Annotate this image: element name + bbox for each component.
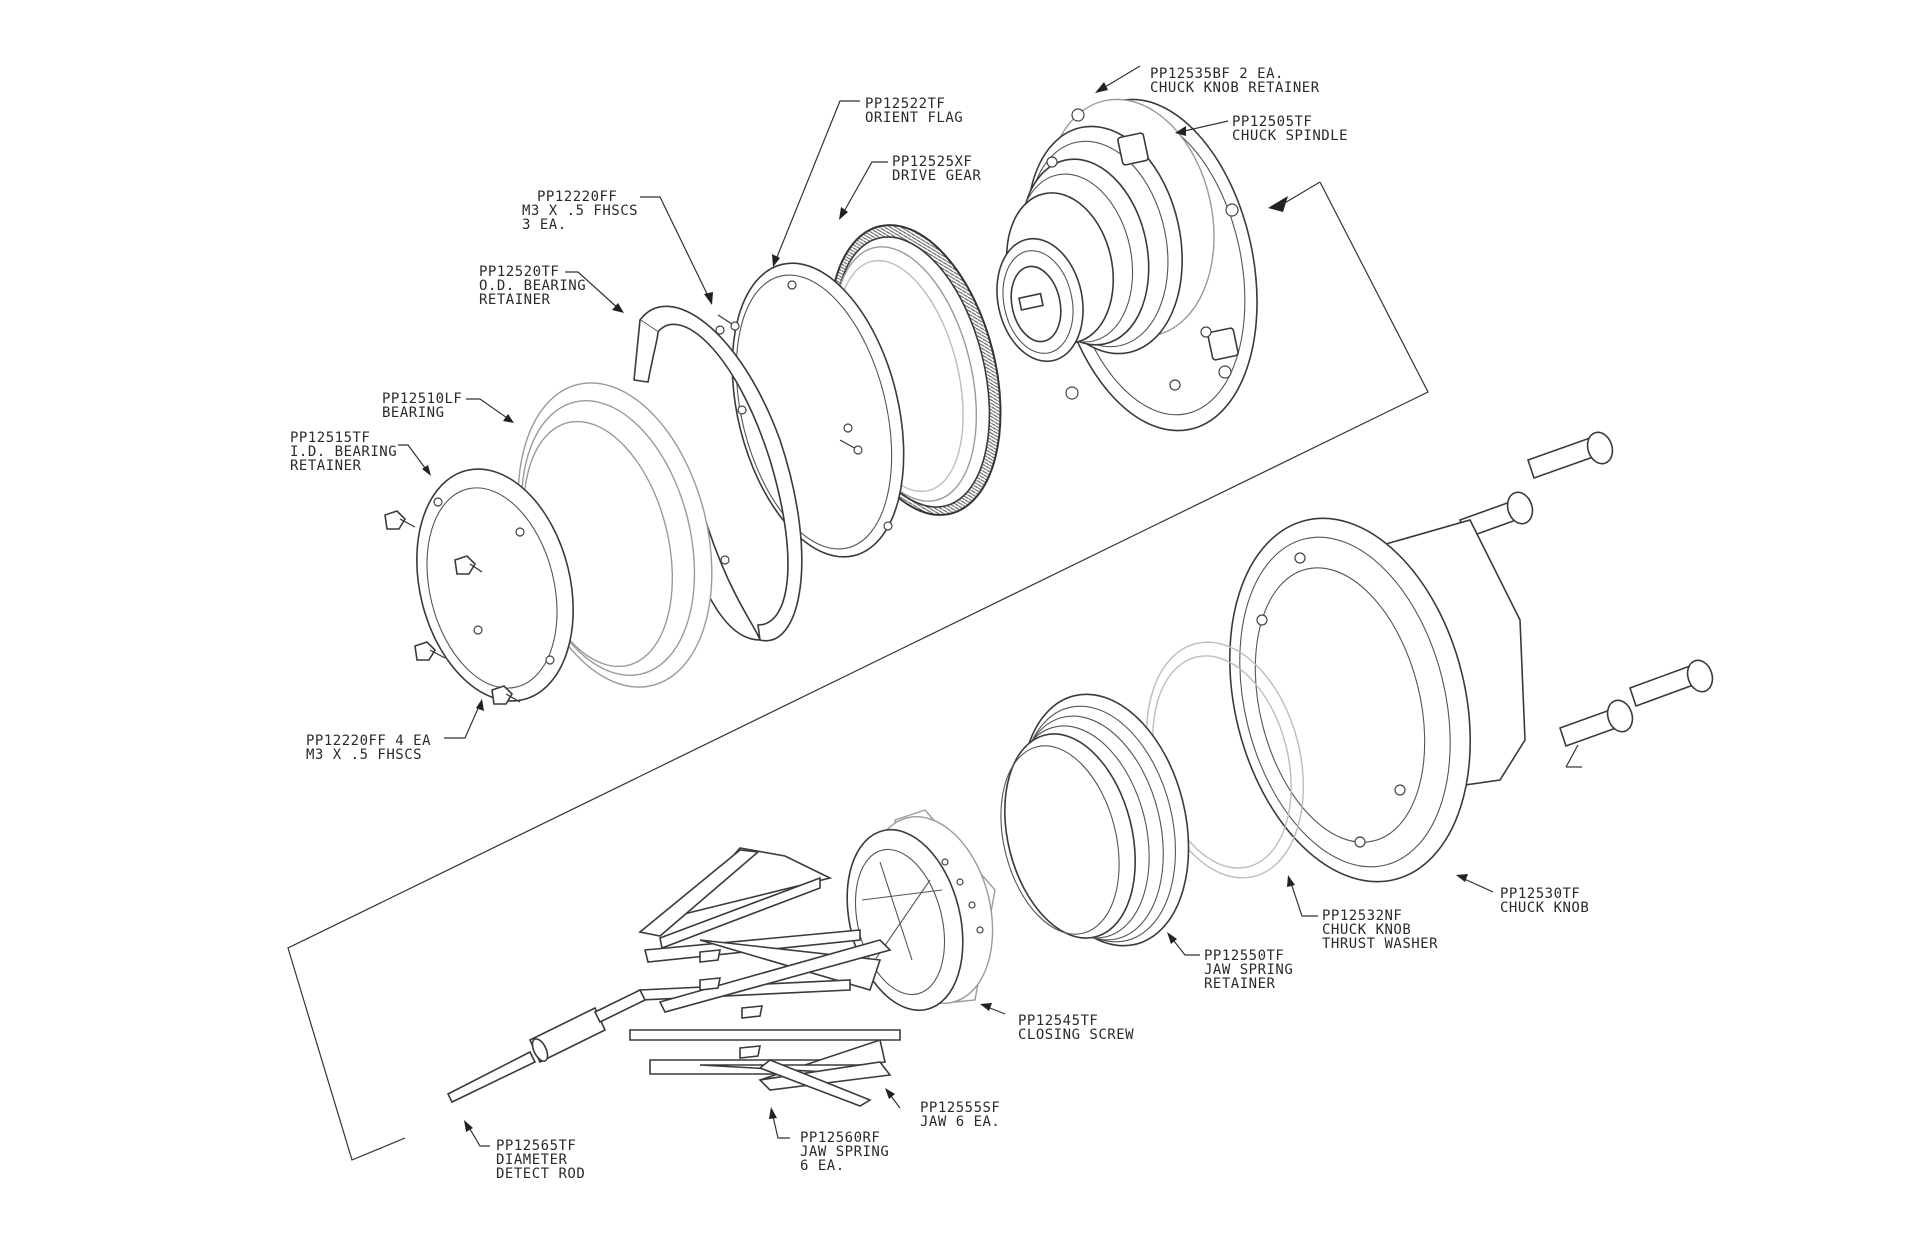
callout-chuck-spindle: PP12505TF CHUCK SPINDLE (1232, 114, 1348, 144)
callout-jaw-spring-retainer: PP12550TF JAW SPRING RETAINER (1204, 948, 1293, 992)
callout-fhscs-3: PP12220FF M3 X .5 FHSCS 3 EA. (522, 189, 638, 233)
svg-text:PP12545TF: PP12545TF (1018, 1013, 1098, 1029)
callout-orient-flag: PP12522TF ORIENT FLAG (865, 96, 963, 126)
svg-text:M3 X .5 FHSCS: M3 X .5 FHSCS (306, 747, 422, 763)
jaw-spring-retainer-part (1000, 693, 1190, 947)
svg-text:RETAINER: RETAINER (290, 458, 362, 474)
id-bearing-retainer-part (416, 468, 574, 702)
chuck-spindle-part (996, 98, 1258, 432)
svg-text:PP12522TF: PP12522TF (865, 96, 945, 112)
callout-od-bearing-retainer: PP12520TF O.D. BEARING RETAINER (479, 264, 586, 308)
callout-drive-gear: PP12525XF DRIVE GEAR (892, 154, 981, 184)
svg-text:CHUCK KNOB: CHUCK KNOB (1322, 922, 1411, 938)
callout-thrust-washer: PP12532NF CHUCK KNOB THRUST WASHER (1322, 908, 1438, 952)
svg-text:M3 X .5 FHSCS: M3 X .5 FHSCS (522, 203, 638, 219)
svg-text:PP12535BF 2 EA.: PP12535BF 2 EA. (1150, 66, 1284, 82)
svg-text:DETECT ROD: DETECT ROD (496, 1166, 585, 1182)
svg-text:DIAMETER: DIAMETER (496, 1152, 568, 1168)
svg-text:CLOSING SCREW: CLOSING SCREW (1018, 1027, 1134, 1043)
svg-text:PP12515TF: PP12515TF (290, 430, 370, 446)
svg-text:PP12532NF: PP12532NF (1322, 908, 1402, 924)
fhscs-3-screws (717, 314, 863, 455)
assembly-frame-line (287, 181, 1582, 1161)
svg-text:RETAINER: RETAINER (479, 292, 551, 308)
svg-text:PP12550TF: PP12550TF (1204, 948, 1284, 964)
svg-text:O.D. BEARING: O.D. BEARING (479, 278, 586, 294)
svg-text:DRIVE GEAR: DRIVE GEAR (892, 168, 981, 184)
callout-chuck-knob-retainer: PP12535BF 2 EA. CHUCK KNOB RETAINER (1150, 66, 1320, 96)
svg-text:JAW 6 EA.: JAW 6 EA. (920, 1114, 1000, 1130)
svg-text:I.D. BEARING: I.D. BEARING (290, 444, 397, 460)
svg-text:PP12530TF: PP12530TF (1500, 886, 1580, 902)
callout-fhscs-4: PP12220FF 4 EA M3 X .5 FHSCS (306, 733, 431, 763)
svg-text:JAW SPRING: JAW SPRING (1204, 962, 1293, 978)
callout-bearing: PP12510LF BEARING (382, 391, 462, 421)
closing-screw-part (846, 809, 996, 1012)
callout-detect-rod: PP12565TF DIAMETER DETECT ROD (496, 1138, 585, 1182)
svg-text:CHUCK SPINDLE: CHUCK SPINDLE (1232, 128, 1348, 144)
svg-text:PP12525XF: PP12525XF (892, 154, 972, 170)
svg-text:PP12560RF: PP12560RF (800, 1130, 880, 1146)
svg-text:CHUCK KNOB RETAINER: CHUCK KNOB RETAINER (1150, 80, 1320, 96)
svg-text:PP12510LF: PP12510LF (382, 391, 462, 407)
svg-text:6 EA.: 6 EA. (800, 1158, 845, 1174)
cap-screws-lower (1558, 659, 1714, 748)
svg-text:BEARING: BEARING (382, 405, 445, 421)
jaws-and-springs-part (629, 847, 901, 1107)
svg-text:THRUST WASHER: THRUST WASHER (1322, 936, 1438, 952)
svg-text:RETAINER: RETAINER (1204, 976, 1276, 992)
callout-id-bearing-retainer: PP12515TF I.D. BEARING RETAINER (290, 430, 397, 474)
svg-text:PP12520TF: PP12520TF (479, 264, 559, 280)
svg-text:JAW SPRING: JAW SPRING (800, 1144, 889, 1160)
callout-closing-screw: PP12545TF CLOSING SCREW (1018, 1013, 1134, 1043)
callout-jaw: PP12555SF JAW 6 EA. (920, 1100, 1000, 1130)
orient-flag-part (731, 262, 905, 558)
svg-text:PP12505TF: PP12505TF (1232, 114, 1312, 130)
leader-lines (398, 65, 1494, 1147)
svg-text:3 EA.: 3 EA. (522, 217, 567, 233)
svg-text:PP12555SF: PP12555SF (920, 1100, 1000, 1116)
callout-jaw-spring: PP12560RF JAW SPRING 6 EA. (800, 1130, 889, 1174)
svg-text:PP12220FF 4 EA: PP12220FF 4 EA (306, 733, 431, 749)
svg-text:ORIENT FLAG: ORIENT FLAG (865, 110, 963, 126)
chuck-knob-part (1228, 517, 1526, 883)
diameter-detect-rod-part (446, 988, 647, 1104)
svg-text:CHUCK KNOB: CHUCK KNOB (1500, 900, 1589, 916)
svg-text:PP12565TF: PP12565TF (496, 1138, 576, 1154)
cap-screws-upper (1458, 431, 1614, 540)
fhscs-4-screws (384, 510, 521, 705)
svg-text:PP12220FF: PP12220FF (537, 189, 617, 205)
callout-chuck-knob: PP12530TF CHUCK KNOB (1500, 886, 1589, 916)
